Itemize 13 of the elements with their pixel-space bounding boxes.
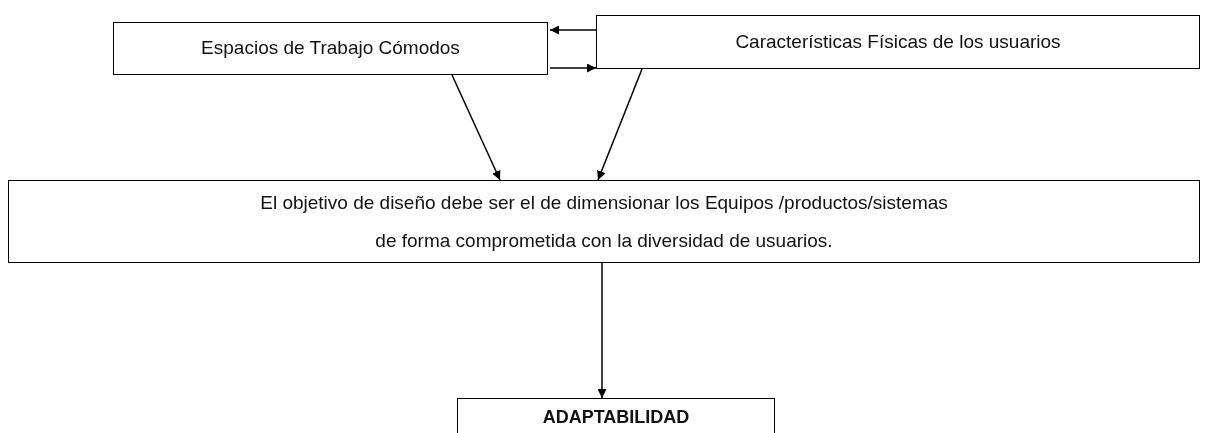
text-box	[457, 398, 775, 433]
arrow	[549, 25, 597, 35]
arrow	[597, 68, 643, 181]
box-label: Espacios de Trabajo Cómodos	[201, 37, 460, 60]
arrow	[451, 74, 501, 181]
box-label: ADAPTABILIDAD	[542, 407, 690, 429]
text-box	[8, 180, 1200, 263]
text-box	[596, 15, 1200, 69]
box-label: Características Físicas de los usuarios	[735, 30, 1061, 54]
box-label: El objetivo de diseño debe ser el de dimensionar los Equipos /productos/sistemas de forma comprometida con la diversidad de usuarios.	[259, 190, 949, 253]
arrow	[549, 63, 597, 73]
text-box	[113, 22, 548, 75]
arrow	[597, 262, 607, 399]
